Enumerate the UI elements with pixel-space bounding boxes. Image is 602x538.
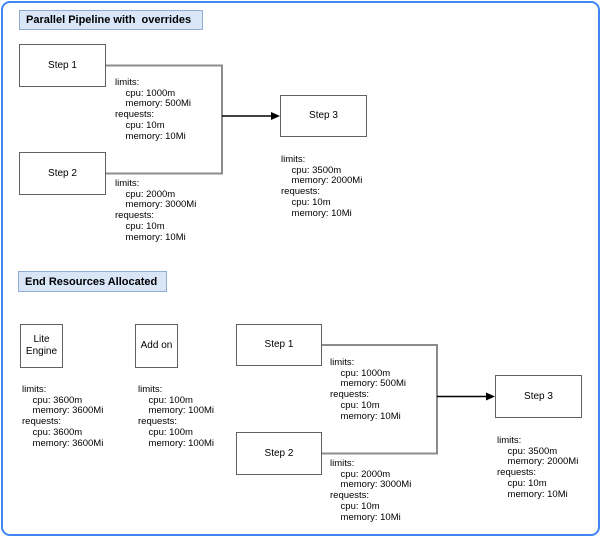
resources-add-on: limits: cpu: 100m memory: 100Mi requests…: [138, 384, 215, 449]
section-title-end-resources: End Resources Allocated: [18, 271, 167, 292]
resources-step2-bottom: limits: cpu: 2000m memory: 3000Mi reques…: [330, 458, 412, 523]
resources-step3-top: limits: cpu: 3500m memory: 2000Mi reques…: [281, 154, 363, 219]
node-step3-bottom: Step 3: [495, 375, 582, 418]
node-add-on: Add on: [135, 324, 178, 368]
arrowhead-bottom: [486, 392, 495, 401]
arrowhead-top: [271, 112, 280, 120]
node-step2-top: Step 2: [19, 152, 106, 195]
resources-step1-top: limits: cpu: 1000m memory: 500Mi request…: [115, 77, 192, 142]
section-title-parallel-pipeline: Parallel Pipeline with overrides: [19, 10, 203, 30]
connector-steps-bottom: [322, 344, 438, 455]
resources-step2-top: limits: cpu: 2000m memory: 3000Mi reques…: [115, 178, 197, 243]
connector-steps-top: [106, 64, 223, 175]
resources-step3-bottom: limits: cpu: 3500m memory: 2000Mi reques…: [497, 435, 579, 500]
resources-lite-engine: limits: cpu: 3600m memory: 3600Mi reques…: [22, 384, 104, 449]
node-lite-engine: Lite Engine: [20, 324, 63, 368]
resources-step1-bottom: limits: cpu: 1000m memory: 500Mi request…: [330, 357, 407, 422]
node-step3-top: Step 3: [280, 95, 367, 137]
node-step1-top: Step 1: [19, 44, 106, 87]
node-step2-bottom: Step 2: [236, 432, 322, 475]
node-step1-bottom: Step 1: [236, 324, 322, 366]
